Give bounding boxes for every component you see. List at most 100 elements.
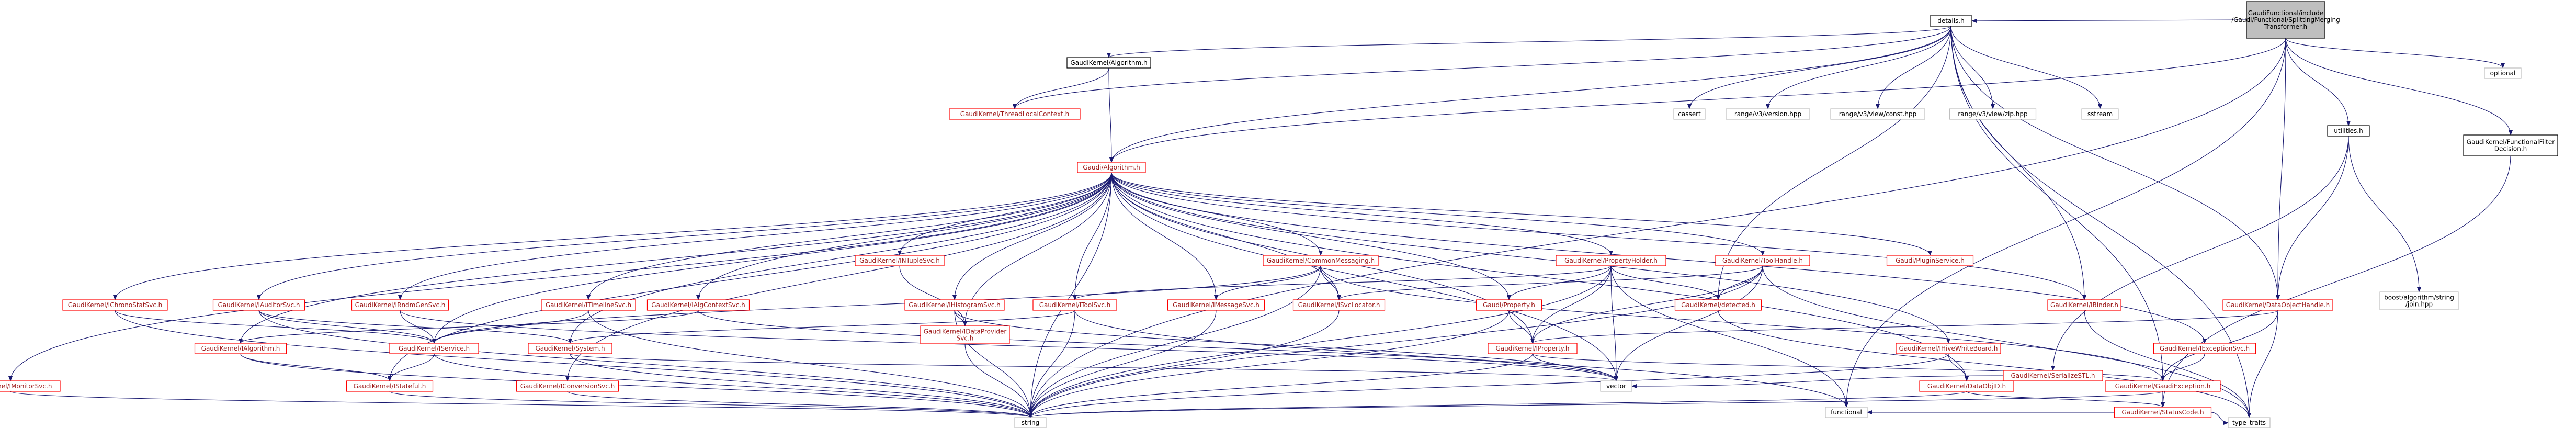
node-property_holder[interactable]: GaudiKernel/PropertyHolder.h xyxy=(1556,255,1666,266)
node-gaudi_algorithm[interactable]: Gaudi/Algorithm.h xyxy=(1077,162,1146,173)
node-ichronostat[interactable]: GaudiKernel/IChronoStatSvc.h xyxy=(62,299,168,311)
node-label-boost_json: /join.hpp xyxy=(2405,301,2433,308)
node-cassert: cassert xyxy=(1673,108,1706,120)
edge-isvclocator-to-string xyxy=(1028,310,1340,418)
node-label-serializestl: GaudiKernel/SerializeSTL.h xyxy=(2011,372,2095,379)
node-label-rv_zip: range/v3/view/zip.hpp xyxy=(1958,110,2027,118)
node-detected[interactable]: GaudiKernel/detected.h xyxy=(1674,299,1762,311)
node-imonitorsvc[interactable]: GaudiKernel/IMonitorSvc.h xyxy=(0,380,61,392)
node-common_messaging[interactable]: GaudiKernel/CommonMessaging.h xyxy=(1263,255,1379,266)
node-box-rv_version xyxy=(1726,108,1810,120)
node-rv_const: range/v3/view/const.hpp xyxy=(1830,108,1925,120)
node-label-ialgcontextsvc: GaudiKernel/IAlgContextSvc.h xyxy=(651,301,745,309)
edge-itimelinesvc-to-iservice xyxy=(432,310,589,344)
node-box-ialgorithm xyxy=(194,343,287,354)
node-itimelinesvc[interactable]: GaudiKernel/ITimelineSvc.h xyxy=(541,299,636,311)
node-box-system_h xyxy=(528,343,612,354)
node-label-root: /Gaudi/Functional/SplittingMerging xyxy=(2231,16,2340,24)
edge-detected-to-type_traits xyxy=(1718,310,2251,418)
node-box-statuscode xyxy=(2114,407,2212,418)
node-label-root: GaudiFunctional/include xyxy=(2248,9,2323,17)
node-irndmgensvc[interactable]: GaudiKernel/IRndmGenSvc.h xyxy=(351,299,449,311)
node-pluginservice[interactable]: Gaudi/PluginService.h xyxy=(1886,255,1974,266)
node-imessagesvc[interactable]: GaudiKernel/IMessageSvc.h xyxy=(1167,299,1265,311)
edge-toolhandle-to-vector xyxy=(1614,265,1763,381)
edge-dataobjecthandle-to-type_traits xyxy=(2247,310,2278,418)
node-algorithm_h: GaudiKernel/Algorithm.h xyxy=(1066,57,1151,69)
node-box-iexceptionsvc xyxy=(2153,343,2256,354)
node-label-statuscode: GaudiKernel/StatusCode.h xyxy=(2121,409,2204,416)
edge-gaudi_algorithm-to-ibinder xyxy=(1111,172,2086,300)
edge-root-to-filter_decision xyxy=(2285,38,2513,136)
edge-ialgcontextsvc-to-vector xyxy=(698,310,1618,381)
node-rv_version: range/v3/version.hpp xyxy=(1726,108,1810,120)
edge-ichronostat-to-string xyxy=(115,310,1032,418)
node-dataobjecthandle[interactable]: GaudiKernel/DataObjectHandle.h xyxy=(2222,299,2333,311)
edge-common_messaging-to-gaudiexception xyxy=(1320,265,2165,381)
edge-root-to-utilities xyxy=(2285,38,2351,126)
node-iexceptionsvc[interactable]: GaudiKernel/IExceptionSvc.h xyxy=(2153,343,2256,354)
node-boost_json: boost/algorithm/string/join.hpp xyxy=(2379,291,2459,310)
node-box-property_holder xyxy=(1556,255,1666,266)
node-label-inttuplesvc: GaudiKernel/INTupleSvc.h xyxy=(859,257,940,264)
edge-property_holder-to-property_h xyxy=(1507,265,1612,300)
node-system_h[interactable]: GaudiKernel/System.h xyxy=(528,343,612,354)
node-box-isvclocator xyxy=(1292,299,1386,311)
node-iconversionsvc[interactable]: GaudiKernel/IConversionSvc.h xyxy=(516,380,619,392)
node-property_h[interactable]: Gaudi/Property.h xyxy=(1476,299,1542,311)
node-iauditorsvc[interactable]: GaudiKernel/IAuditorSvc.h xyxy=(212,299,305,311)
edge-gaudi_algorithm-to-iauditorsvc xyxy=(257,172,1112,300)
edge-root-to-string xyxy=(1028,38,2286,418)
edge-utilities-to-serializestl xyxy=(2051,136,2349,371)
node-ihistogramsvc[interactable]: GaudiKernel/IHistogramSvc.h xyxy=(904,299,1005,311)
node-box-inttuplesvc xyxy=(855,255,945,266)
node-iservice[interactable]: GaudiKernel/IService.h xyxy=(389,343,479,354)
edge-toolhandle-to-iproperty xyxy=(1530,265,1763,344)
node-box-istateful xyxy=(346,380,434,392)
node-box-detected xyxy=(1674,299,1762,311)
node-box-gaudiexception xyxy=(2105,380,2221,392)
node-idataobjid[interactable]: GaudiKernel/DataObjID.h xyxy=(1919,380,2014,392)
node-serializestl[interactable]: GaudiKernel/SerializeSTL.h xyxy=(2003,370,2103,381)
node-box-functional xyxy=(1825,407,1868,418)
node-istateful[interactable]: GaudiKernel/IStateful.h xyxy=(346,380,434,392)
node-box-common_messaging xyxy=(1263,255,1379,266)
node-ihivewhiteboard[interactable]: GaudiKernel/IHiveWhiteBoard.h xyxy=(1896,343,2001,354)
node-thread_local[interactable]: GaudiKernel/ThreadLocalContext.h xyxy=(949,108,1081,120)
node-iproperty[interactable]: GaudiKernel/IProperty.h xyxy=(1488,343,1578,354)
node-label-idataprovider: GaudiKernel/IDataProvider xyxy=(924,328,1007,335)
node-toolhandle[interactable]: GaudiKernel/ToolHandle.h xyxy=(1715,255,1810,266)
node-utilities: utilities.h xyxy=(2327,125,2370,137)
edge-details-to-detected xyxy=(1716,26,1951,300)
edge-details-to-gaudiexception xyxy=(1950,26,2165,381)
node-statuscode[interactable]: GaudiKernel/StatusCode.h xyxy=(2114,407,2212,418)
edge-idataprovider-to-string xyxy=(964,343,1032,418)
edge-gaudi_algorithm-to-toolhandle xyxy=(1111,172,1765,256)
edge-toolhandle-to-type_traits xyxy=(1762,265,2251,418)
node-box-property_h xyxy=(1476,299,1542,311)
edge-ihistogramsvc-to-vector xyxy=(954,310,1618,381)
edge-gaudi_algorithm-to-iconversionsvc xyxy=(565,172,1112,381)
node-inttuplesvc[interactable]: GaudiKernel/INTupleSvc.h xyxy=(855,255,945,266)
edge-ialgorithm-to-istateful xyxy=(240,353,392,381)
edge-toolhandle-to-isvclocator xyxy=(1337,265,1763,300)
edge-property_holder-to-iproperty xyxy=(1530,265,1612,344)
edge-gaudi_algorithm-to-iservice xyxy=(432,172,1112,344)
node-label-itimelinesvc: GaudiKernel/ITimelineSvc.h xyxy=(546,301,631,309)
node-label-common_messaging: GaudiKernel/CommonMessaging.h xyxy=(1267,257,1375,264)
node-box-iconversionsvc xyxy=(516,380,619,392)
node-ialgcontextsvc[interactable]: GaudiKernel/IAlgContextSvc.h xyxy=(646,299,750,311)
edge-property_holder-to-functional xyxy=(1610,265,1848,408)
node-box-gaudi_algorithm xyxy=(1077,162,1146,173)
node-ialgorithm[interactable]: GaudiKernel/IAlgorithm.h xyxy=(194,343,287,354)
node-isvclocator[interactable]: GaudiKernel/ISvcLocator.h xyxy=(1292,299,1386,311)
node-label-pluginservice: Gaudi/PluginService.h xyxy=(1896,257,1965,264)
edge-utilities-to-dataobjecthandle xyxy=(2276,136,2349,300)
node-ibinder[interactable]: GaudiKernel/IBinder.h xyxy=(2047,299,2121,311)
edge-ialgcontextsvc-to-ialgorithm xyxy=(239,310,699,344)
node-itoolsvc[interactable]: GaudiKernel/IToolSvc.h xyxy=(1032,299,1117,311)
node-label-property_holder: GaudiKernel/PropertyHolder.h xyxy=(1564,257,1658,264)
node-box-details xyxy=(1930,15,1972,27)
node-gaudiexception[interactable]: GaudiKernel/GaudiException.h xyxy=(2105,380,2221,392)
